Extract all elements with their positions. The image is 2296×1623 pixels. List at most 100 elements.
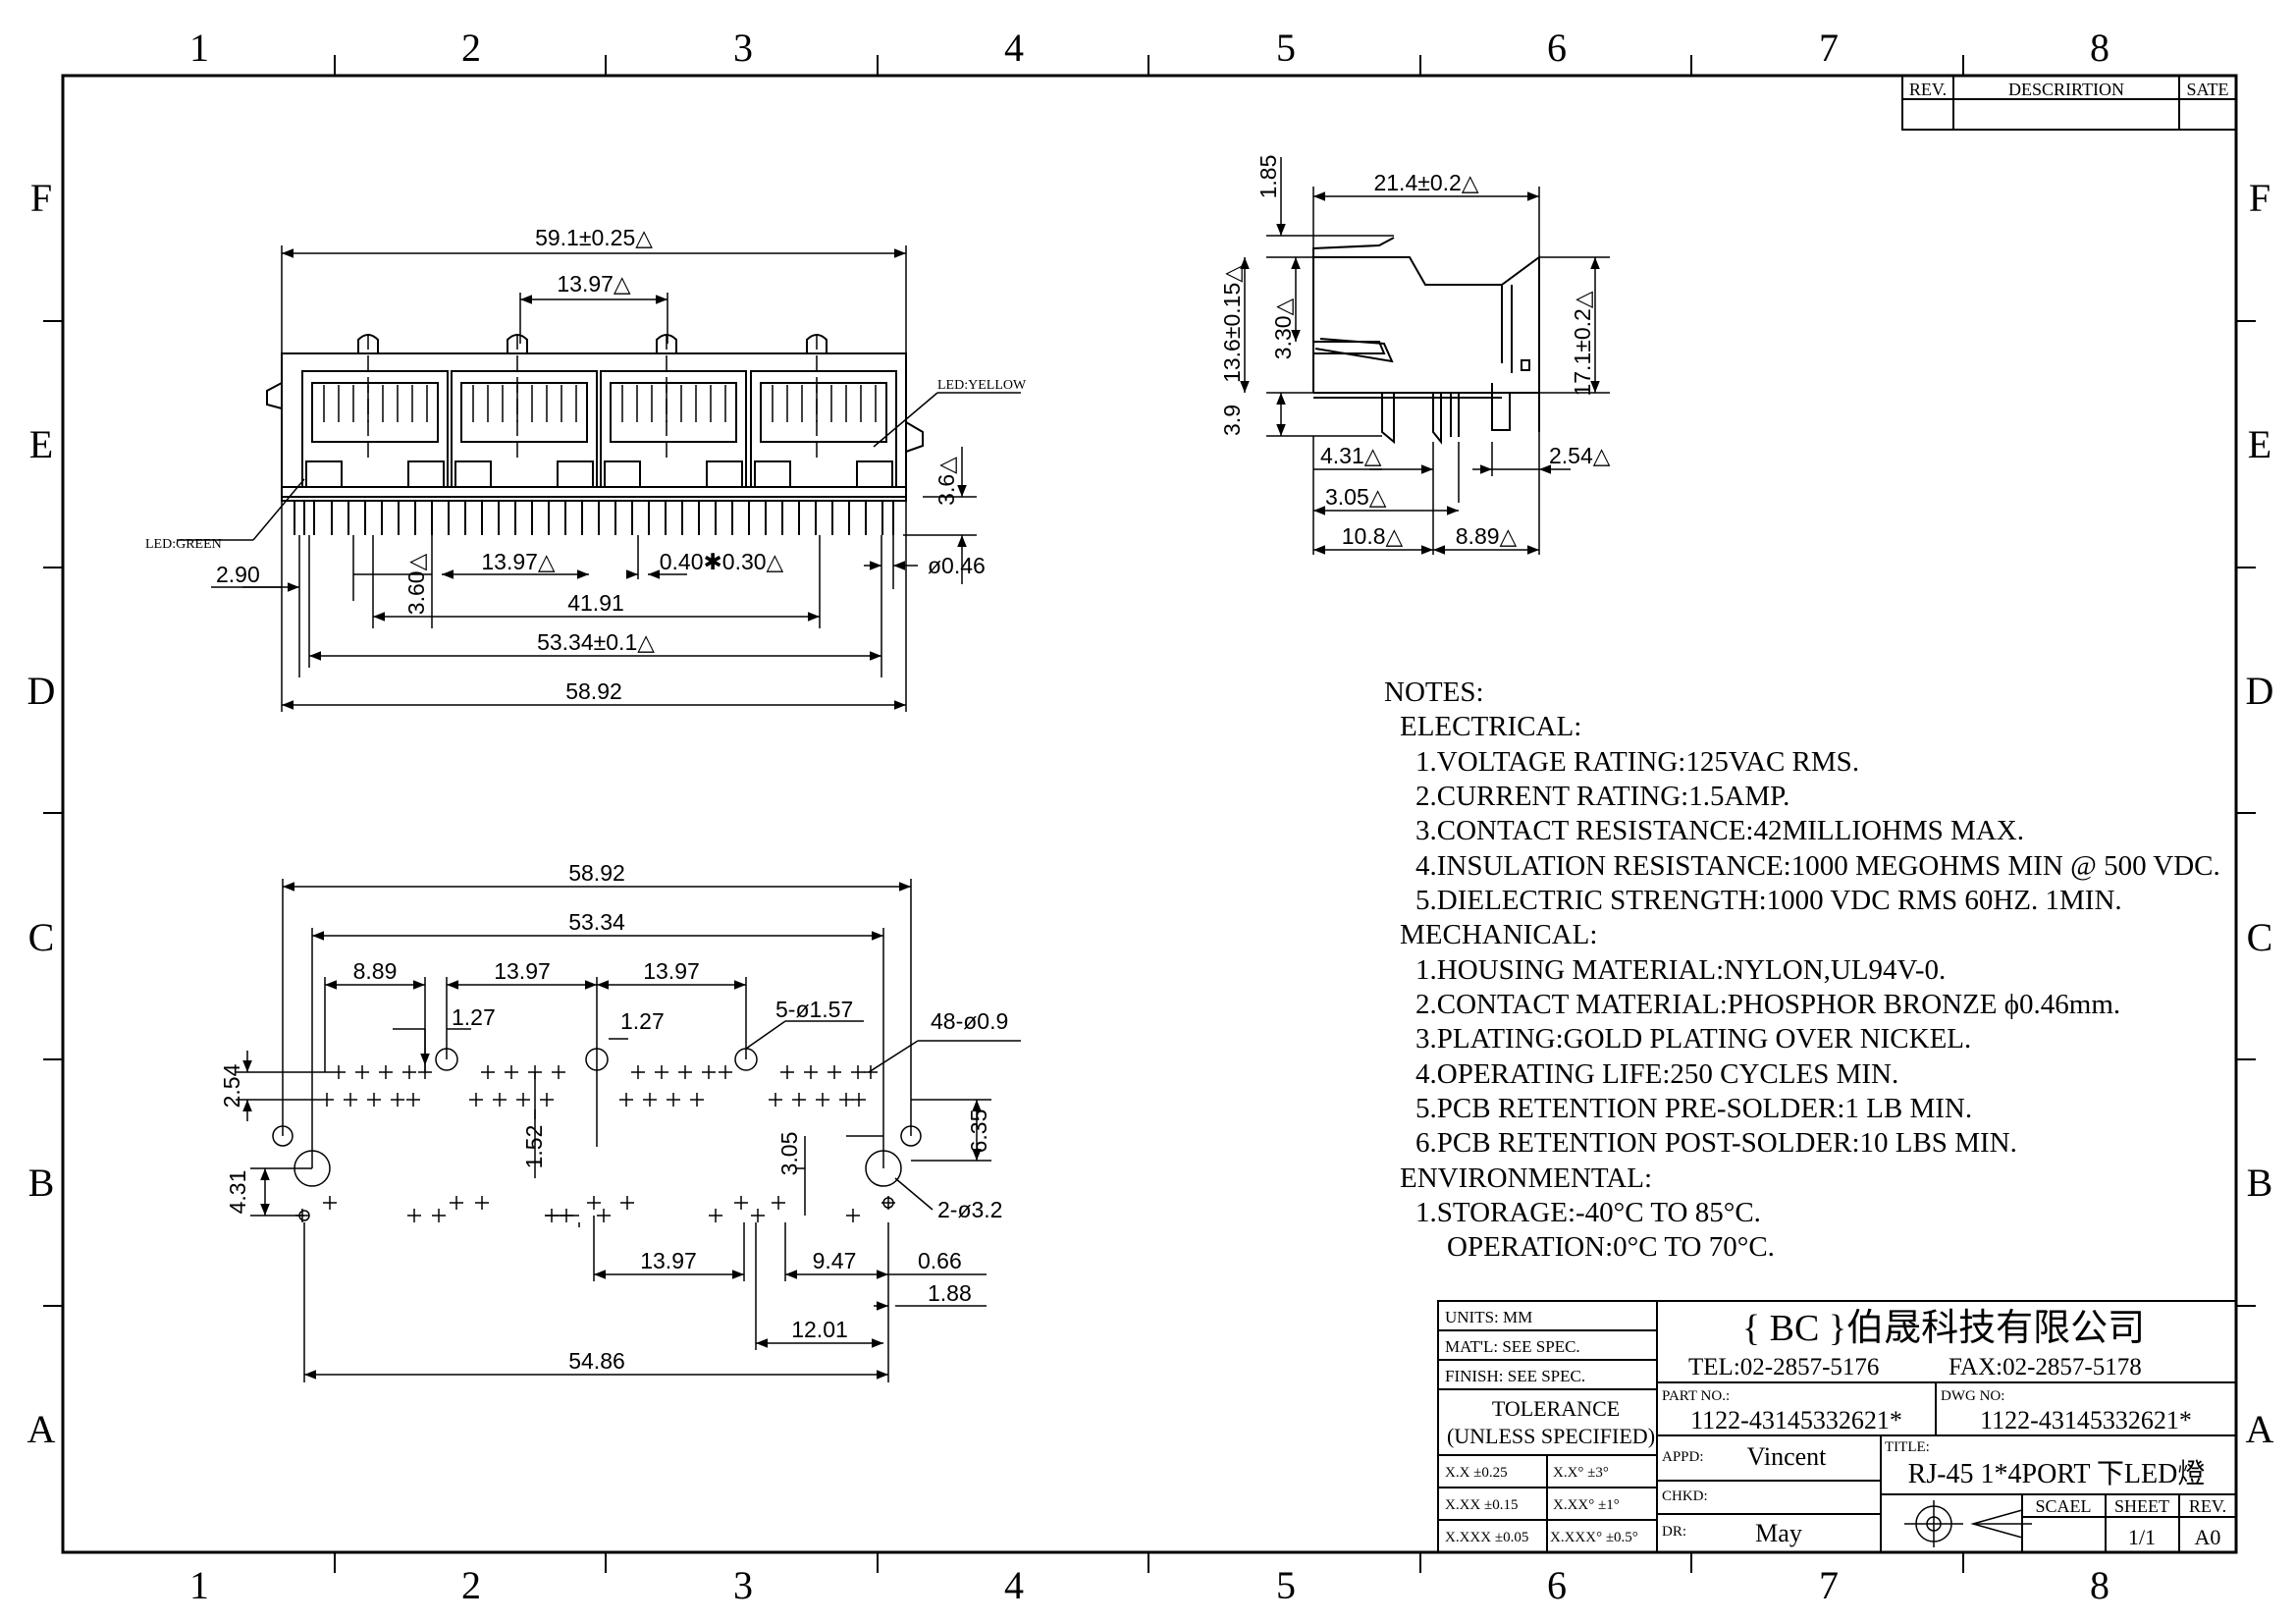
note-m5: 5.PCB RETENTION PRE-SOLDER:1 LB MIN. — [1415, 1093, 1972, 1124]
front-dim-pin-diameter: ø0.46 — [928, 553, 986, 578]
front-dim-3-6: 3.6△ — [934, 457, 959, 506]
zone-ticks — [43, 55, 2256, 1573]
notes-environmental-heading: ENVIRONMENTAL: — [1400, 1163, 1652, 1194]
tolerance-x-xx: X.XX ±0.15 — [1445, 1497, 1518, 1513]
side-dim-8-89: 8.89△ — [1456, 523, 1518, 549]
part-no-value: 1122-43145332621* — [1690, 1406, 1902, 1434]
title-block-grid — [1437, 1300, 2237, 1553]
rev-header: REV. — [1909, 80, 1947, 99]
front-dim-pin-section: 0.40✱0.30△ — [660, 549, 784, 574]
tolerance-x-xx-angle: X.XX° ±1° — [1553, 1497, 1620, 1513]
zone-row-f-right: F — [2249, 176, 2270, 220]
tolerance-x-x-angle: X.X° ±3° — [1553, 1465, 1609, 1481]
pcb-dim-8-89: 8.89 — [353, 958, 398, 984]
front-view-contacts — [323, 385, 877, 422]
dr-value: May — [1755, 1519, 1802, 1547]
front-dim-3-60: 3.60△ — [403, 553, 429, 615]
pcb-mount-hole-callout: 2-ø3.2 — [937, 1197, 1002, 1222]
tolerance-x-x: X.X ±0.25 — [1445, 1465, 1508, 1481]
note-e4: 4.INSULATION RESISTANCE:1000 MEGOHMS MIN… — [1415, 850, 2220, 882]
pcb-pin-hole-callout: 48-ø0.9 — [931, 1008, 1008, 1034]
pcb-dim-12-01: 12.01 — [791, 1317, 848, 1342]
drawing-title: RJ-45 1*4PORT 下LED燈 — [1908, 1458, 2206, 1489]
zone-col-4-bottom: 4 — [1004, 1563, 1024, 1607]
zone-row-d-right: D — [2246, 669, 2274, 713]
note-e1: 1.VOLTAGE RATING:125VAC RMS. — [1415, 746, 1859, 778]
led-yellow-label: LED:YELLOW — [937, 378, 1027, 393]
rev-value: A0 — [2195, 1525, 2221, 1549]
side-dim-3-05: 3.05△ — [1325, 484, 1387, 510]
side-dim-3-9: 3.9 — [1219, 405, 1245, 436]
zone-col-2-top: 2 — [461, 26, 481, 70]
front-dim-13-97: 13.97△ — [481, 549, 556, 574]
pcb-view-dimensions — [236, 879, 1021, 1382]
appd-value: Vincent — [1747, 1442, 1828, 1471]
front-view-dimensions — [177, 245, 1021, 712]
note-e3: 3.CONTACT RESISTANCE:42MILLIOHMS MAX. — [1415, 815, 2024, 846]
revision-table — [1901, 75, 2237, 131]
tolerance-heading: TOLERANCE — [1492, 1396, 1620, 1421]
side-view-outline — [1312, 237, 1540, 445]
notes-electrical-heading: ELECTRICAL: — [1400, 711, 1581, 742]
pcb-dim-58-92: 58.92 — [568, 860, 625, 886]
company-tel: TEL:02-2857-5176 — [1688, 1354, 1879, 1380]
zone-row-c-right: C — [2247, 915, 2273, 959]
side-dim-2-54: 2.54△ — [1549, 443, 1611, 468]
third-angle-projection-icon — [1904, 1500, 2032, 1547]
pcb-dim-0-66: 0.66 — [918, 1248, 962, 1273]
note-m3: 3.PLATING:GOLD PLATING OVER NICKEL. — [1415, 1023, 1971, 1055]
company-fax: FAX:02-2857-5178 — [1949, 1354, 2142, 1380]
tolerance-x-xxx: X.XXX ±0.05 — [1445, 1530, 1528, 1545]
zone-col-2-bottom: 2 — [461, 1563, 481, 1607]
pcb-dim-9-47: 9.47 — [813, 1248, 857, 1273]
pcb-dim-13-97-b: 13.97 — [643, 958, 700, 984]
side-view-dimensions — [1240, 157, 1610, 555]
zone-col-1-top: 1 — [189, 26, 209, 70]
dwg-no-label: DWG NO: — [1941, 1388, 2004, 1404]
side-dim-21-4: 21.4±0.2△ — [1373, 170, 1478, 195]
units-cell: UNITS: MM — [1445, 1308, 1532, 1326]
pcb-dim-2-54: 2.54 — [219, 1063, 244, 1108]
zone-col-6-top: 6 — [1547, 26, 1567, 70]
zone-row-e-left: E — [29, 422, 53, 466]
pcb-dim-4-31: 4.31 — [225, 1170, 250, 1215]
sheet-value: 1/1 — [2128, 1525, 2156, 1549]
side-dim-1-85: 1.85 — [1255, 155, 1281, 199]
pcb-dim-1-27-b: 1.27 — [620, 1008, 665, 1034]
zone-row-a-right: A — [2246, 1407, 2274, 1451]
finish-cell: FINISH: SEE SPEC. — [1445, 1367, 1585, 1385]
pcb-dim-13-97-c: 13.97 — [640, 1248, 697, 1273]
notes-mechanical-heading: MECHANICAL: — [1400, 919, 1597, 950]
rev-label: REV. — [2189, 1496, 2226, 1516]
zone-col-8-bottom: 8 — [2090, 1563, 2109, 1607]
appd-label: APPD: — [1662, 1449, 1704, 1465]
sheet-label: SHEET — [2114, 1496, 2169, 1516]
front-dim-pitch-top: 13.97△ — [557, 271, 631, 297]
zone-col-1-bottom: 1 — [189, 1563, 209, 1607]
zone-row-d-left: D — [27, 669, 56, 713]
zone-col-4-top: 4 — [1004, 26, 1024, 70]
dwg-no-value: 1122-43145332621* — [1980, 1406, 2192, 1434]
pcb-dim-6-35: 6.35 — [966, 1109, 991, 1154]
zone-col-5-bottom: 5 — [1276, 1563, 1296, 1607]
pcb-pin-row-2 — [320, 1093, 866, 1107]
zone-col-6-bottom: 6 — [1547, 1563, 1567, 1607]
dr-label: DR: — [1662, 1524, 1686, 1540]
side-dim-10-8: 10.8△ — [1342, 523, 1404, 549]
tolerance-x-xxx-angle: X.XXX° ±0.5° — [1550, 1530, 1638, 1545]
zone-row-b-right: B — [2247, 1161, 2273, 1205]
note-m1: 1.HOUSING MATERIAL:NYLON,UL94V-0. — [1415, 954, 1946, 986]
pcb-dim-1-52: 1.52 — [521, 1125, 547, 1169]
note-m4: 4.OPERATING LIFE:250 CYCLES MIN. — [1415, 1058, 1898, 1090]
front-view-pins — [294, 501, 894, 535]
material-cell: MAT'L: SEE SPEC. — [1445, 1337, 1580, 1356]
date-header: SATE — [2186, 80, 2228, 99]
part-no-label: PART NO.: — [1662, 1388, 1730, 1404]
note-m6: 6.PCB RETENTION POST-SOLDER:10 LBS MIN. — [1415, 1127, 2017, 1159]
pcb-led-hole-callout: 5-ø1.57 — [775, 997, 853, 1022]
zone-row-e-right: E — [2248, 422, 2271, 466]
zone-row-b-left: B — [28, 1161, 55, 1205]
front-view-outline — [266, 334, 924, 502]
zone-row-f-left: F — [30, 176, 52, 220]
